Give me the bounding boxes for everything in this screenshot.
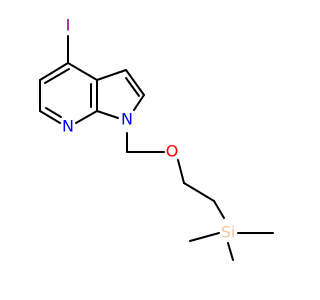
molecule-drawing: I N N O Si [39,16,274,261]
bond-c3a-c3 [96,69,127,81]
bond-c6-n7-inner [45,107,62,118]
pyridine-nitrogen-label: N [62,117,74,136]
bond-c6-n7-outer [39,110,61,124]
silicon-label: Si [221,223,236,242]
bond-si-me2 [189,232,220,242]
bond-n7-c7a [75,110,98,124]
bond-c4-c5-inner [44,68,70,84]
bonds [39,35,274,261]
bond-ch2b-ch2c [183,182,215,202]
structure-diagram: I N N O Si [39,15,274,261]
bond-c2-n1 [133,94,145,111]
bond-n1-c7a [96,110,119,119]
bond-c4-c5-outer [39,62,69,81]
iodine-label: I [66,16,71,35]
bond-si-me3 [227,242,234,261]
bond-o-ch2b [177,159,185,184]
atom-labels: I N N O Si [62,16,235,242]
bond-c4-c3a [67,62,98,81]
bond-c3-c2-outer [125,69,145,96]
pyrrole-nitrogen-label: N [121,110,133,129]
bond-c3-c2-inner [125,77,140,97]
bond-ch2c-si [213,200,225,219]
ether-oxygen-label: O [166,142,179,161]
